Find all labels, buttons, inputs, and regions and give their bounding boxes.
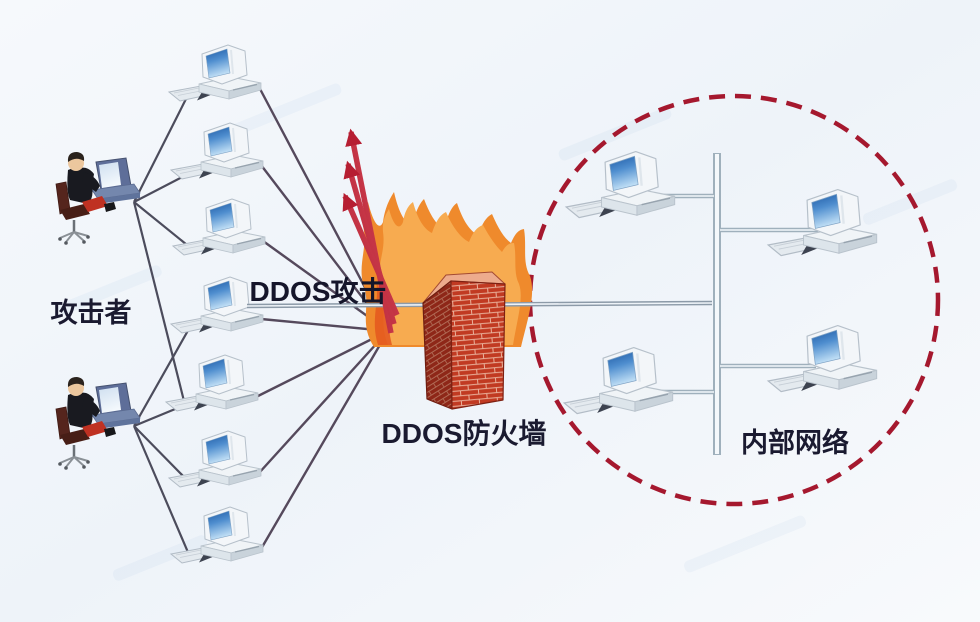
attacker-control-lines xyxy=(132,94,193,558)
internal-network-boundary-circle xyxy=(527,93,941,507)
label-ddos-attack: DDOS攻击 xyxy=(250,275,387,307)
label-firewall: DDOS防火墙 xyxy=(382,418,547,449)
label-attacker: 攻击者 xyxy=(51,298,132,328)
attack-arrow-icons xyxy=(342,128,400,334)
label-internal-network: 内部网络 xyxy=(741,427,849,458)
firewall-brick-wall-icon xyxy=(422,271,506,410)
zombie-attack-lines xyxy=(255,86,390,550)
